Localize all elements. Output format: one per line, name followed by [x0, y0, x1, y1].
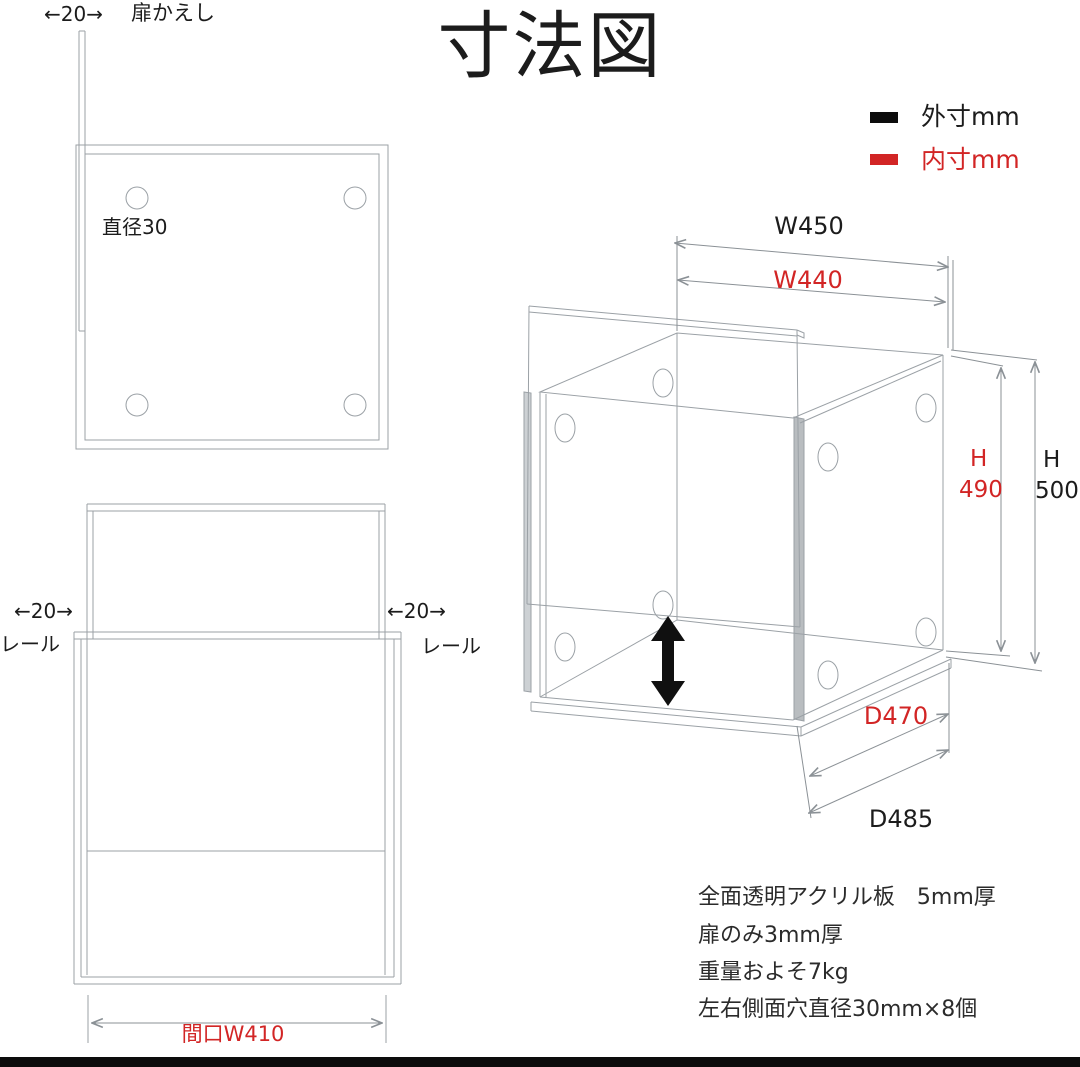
rail-dim-right-label: ←20→ — [387, 599, 446, 623]
iso-dimension-lines — [675, 236, 1043, 819]
frame-top-edge — [74, 631, 401, 640]
h500-value-label: 500 — [1035, 478, 1079, 504]
note-line-3: 重量およそ7kg — [698, 960, 849, 985]
slide-direction-arrow-icon — [651, 616, 685, 706]
legend-inner-label: 内寸mm — [921, 145, 1020, 174]
h490-value-label: 490 — [959, 477, 1003, 503]
depth-extension-lines — [796, 663, 950, 819]
w450-label: W450 — [774, 212, 844, 240]
rear-panel-top-edge — [87, 503, 385, 512]
height-leader-lines — [945, 349, 1043, 672]
rail-left-label: レール — [0, 632, 60, 656]
opening-extension-lines — [87, 995, 387, 1043]
note-line-4: 左右側面穴直径30mm×8個 — [698, 997, 978, 1022]
page-title: 寸法図 — [437, 4, 663, 89]
side-holes — [554, 368, 937, 690]
side-panel-inner — [84, 153, 380, 441]
door-return-strip — [78, 30, 86, 332]
door-return-label: 扉かえし — [131, 1, 215, 25]
frame-bottom-edge — [74, 976, 401, 985]
frame-sides — [73, 632, 402, 984]
h500-letter-label: H — [1043, 447, 1061, 473]
rail-right-label: レール — [421, 634, 481, 658]
side-view-drawing — [75, 30, 389, 450]
h490-letter-label: H — [970, 446, 988, 472]
inner-dim-swatch — [870, 154, 898, 165]
side-panel-holes — [125, 186, 367, 417]
d485-label: D485 — [868, 805, 934, 833]
hole-diameter-label: 直径30 — [102, 215, 168, 239]
opening-width-label: 間口W410 — [181, 1022, 285, 1046]
d485-dim-line — [809, 750, 948, 813]
note-line-2: 扉のみ3mm厚 — [698, 923, 843, 948]
door-return-dim-label: ←20→ — [44, 2, 103, 26]
base-plate — [530, 658, 952, 737]
bottom-border-bar — [0, 1057, 1080, 1067]
note-line-1: 全面透明アクリル板 5mm厚 — [698, 885, 996, 910]
side-panel-outer — [75, 144, 389, 450]
w440-dim-line — [678, 280, 945, 302]
box-edges — [538, 332, 944, 721]
rail-dim-left-label: ←20→ — [14, 599, 73, 623]
rear-panel-sides — [86, 504, 386, 975]
iso-view-drawing — [523, 305, 952, 737]
legend-outer-label: 外寸mm — [921, 102, 1020, 131]
w440-label: W440 — [773, 266, 843, 294]
front-view-drawing — [73, 503, 402, 1043]
w450-dim-line — [675, 243, 948, 267]
outer-dim-swatch — [870, 112, 898, 123]
d470-label: D470 — [863, 702, 929, 730]
sliding-door — [526, 305, 805, 628]
